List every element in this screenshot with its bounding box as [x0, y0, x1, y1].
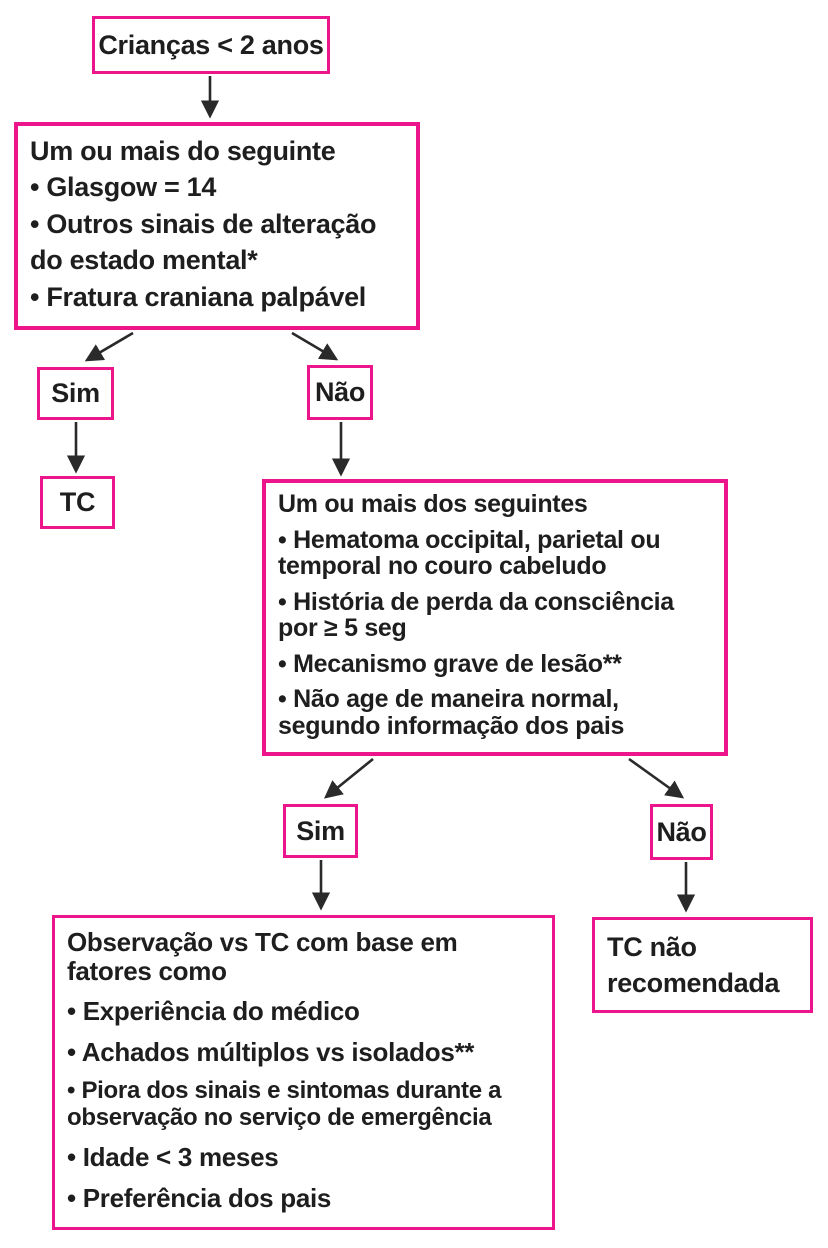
arrow-criteria2-to-no2-icon: [628, 757, 685, 799]
observation-item: • Piora dos sinais e sintomas durante a …: [67, 1077, 502, 1131]
criteria-2-item: • Hematoma occipital, parietal ou tempor…: [278, 525, 661, 580]
node-children-under-2-label: Crianças < 2 anos: [98, 29, 324, 60]
observation-item: • Achados múltiplos vs isolados**: [67, 1036, 475, 1067]
node-criteria-1-title: Um ou mais do seguinte: [30, 136, 336, 166]
node-ct-not-recommended-label: TC não recomendada: [607, 931, 780, 998]
node-criteria-2: Um ou mais dos seguintes • Hematoma occi…: [262, 479, 728, 756]
node-yes-2-label: Sim: [296, 815, 345, 846]
node-no-1-label: Não: [314, 377, 366, 407]
node-observation-vs-ct-title: Observação vs TC com base em fatores com…: [67, 927, 458, 986]
node-yes-2: Sim: [283, 804, 358, 858]
arrow-criteria2-to-yes2-icon: [323, 757, 374, 799]
node-no-2-label: Não: [656, 816, 707, 847]
node-ct-not-recommended: TC não recomendada: [592, 917, 813, 1013]
node-yes-1-label: Sim: [51, 378, 100, 408]
observation-item: • Idade < 3 meses: [67, 1142, 279, 1173]
criteria-1-item: • Fratura craniana palpável: [30, 281, 366, 312]
node-ct-label: TC: [59, 487, 96, 517]
arrow-criteria1-to-no1-icon: [291, 331, 339, 361]
criteria-2-item: • Mecanismo grave de lesão**: [278, 649, 622, 678]
arrow-criteria1-to-yes1-icon: [84, 331, 134, 362]
node-no-1: Não: [307, 365, 373, 420]
node-ct: TC: [40, 476, 115, 529]
criteria-1-item: • Outros sinais de alteração do estado m…: [30, 208, 377, 276]
node-no-2: Não: [650, 804, 713, 860]
criteria-1-item: • Glasgow = 14: [30, 172, 217, 203]
node-children-under-2: Crianças < 2 anos: [92, 16, 330, 74]
criteria-2-item: • História de perda da consciência por ≥…: [278, 587, 674, 642]
observation-item: • Preferência dos pais: [67, 1182, 332, 1213]
node-criteria-1: Um ou mais do seguinte • Glasgow = 14 • …: [14, 122, 420, 330]
node-criteria-2-title: Um ou mais dos seguintes: [278, 490, 588, 518]
node-yes-1: Sim: [37, 367, 114, 420]
criteria-2-item: • Não age de maneira normal, segundo inf…: [278, 685, 625, 740]
node-observation-vs-ct: Observação vs TC com base em fatores com…: [52, 915, 555, 1230]
observation-item: • Experiência do médico: [67, 996, 360, 1027]
